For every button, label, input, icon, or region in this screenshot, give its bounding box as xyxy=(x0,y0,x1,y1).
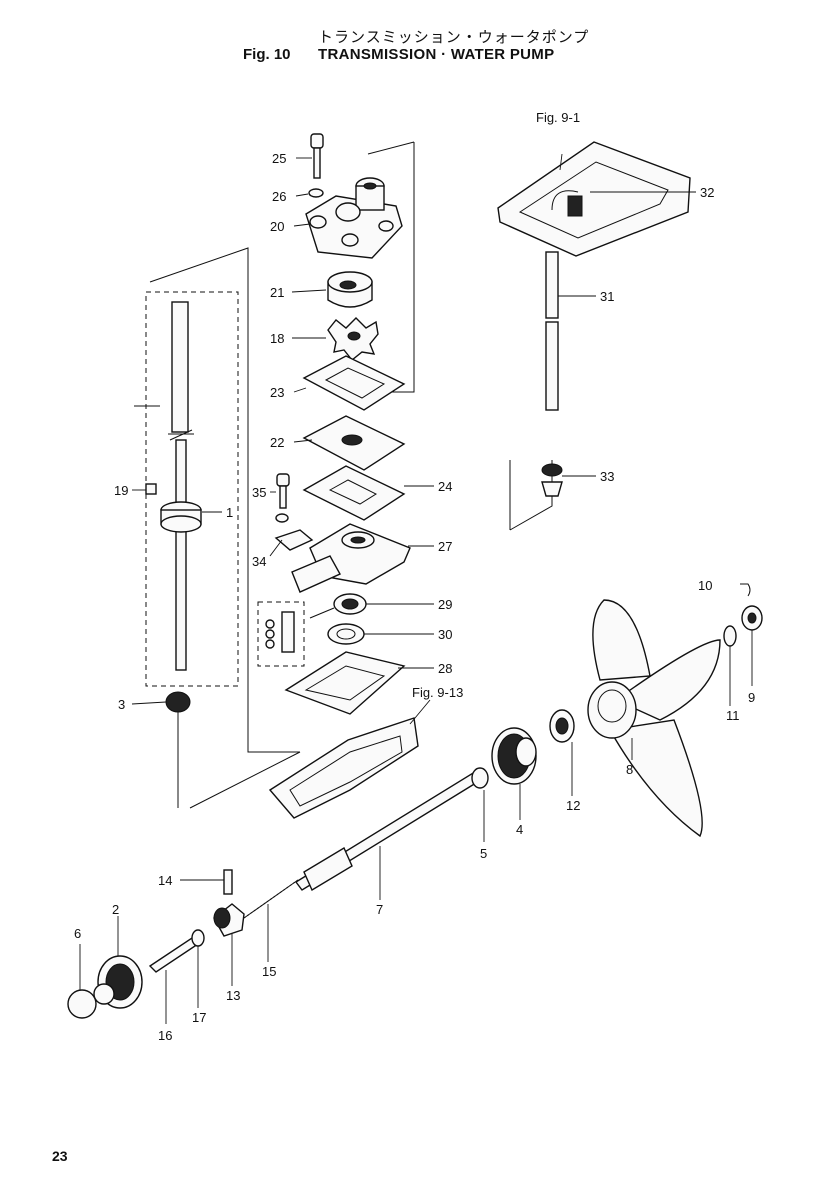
part-32-grommet xyxy=(567,195,583,217)
part-label-7: 7 xyxy=(376,902,383,917)
part-14-cross-pin xyxy=(223,869,233,895)
part-label-18: 18 xyxy=(270,331,284,346)
leader-lines xyxy=(79,153,753,1024)
part-label-8: 8 xyxy=(626,762,633,777)
part-label-5: 5 xyxy=(480,846,487,861)
part-8-propeller xyxy=(587,599,721,838)
water-pump-stack xyxy=(265,133,411,715)
part-label-15: 15 xyxy=(262,964,276,979)
part-label-4: 4 xyxy=(516,822,523,837)
lower-casing-plate xyxy=(268,717,419,819)
reverse-gear-group xyxy=(67,869,299,1019)
part-12-thrust-hub xyxy=(549,709,575,743)
bearing-detail-box xyxy=(257,601,305,667)
part-label-21: 21 xyxy=(270,285,284,300)
part-28-gasket xyxy=(284,651,406,715)
part-label-1: 1 xyxy=(226,505,233,520)
part-20-pump-housing xyxy=(305,177,403,259)
fig-9-1-reference: Fig. 9-1 xyxy=(536,110,580,125)
part-number-labels: 25 26 20 21 18 23 22 24 27 29 30 28 35 3… xyxy=(74,151,755,1043)
part-label-25: 25 xyxy=(272,151,286,166)
part-11-washer xyxy=(723,625,737,647)
part-13-clutch xyxy=(213,903,245,937)
part-label-2: 2 xyxy=(112,902,119,917)
exhaust-housing xyxy=(497,141,691,257)
part-label-9: 9 xyxy=(748,690,755,705)
propeller-shaft-group xyxy=(294,583,763,892)
part-24-gasket xyxy=(302,465,406,521)
part-5-washer xyxy=(471,767,489,789)
part-27-pump-case xyxy=(291,523,411,593)
drive-shaft-group-box xyxy=(145,291,239,687)
part-2-reverse-gear xyxy=(93,955,143,1009)
figure-title: TRANSMISSION · WATER PUMP xyxy=(318,46,555,63)
part-label-10: 10 xyxy=(698,578,712,593)
japanese-title: トランスミッション・ウォータポンプ xyxy=(318,28,590,46)
part-17-spring xyxy=(191,929,205,947)
part-16-shaft xyxy=(148,937,200,973)
part-label-26: 26 xyxy=(272,189,286,204)
part-label-24: 24 xyxy=(438,479,452,494)
part-label-6: 6 xyxy=(74,926,81,941)
page-header: トランスミッション・ウォータポンプ Fig. 10 TRANSMISSION ·… xyxy=(0,0,840,80)
part-label-20: 20 xyxy=(270,219,284,234)
part-label-31: 31 xyxy=(600,289,614,304)
part-label-11: 11 xyxy=(726,708,740,723)
drive-shaft-lower xyxy=(175,439,187,671)
part-label-14: 14 xyxy=(158,873,172,888)
part-label-28: 28 xyxy=(438,661,452,676)
part-label-29: 29 xyxy=(438,597,452,612)
page-number: 23 xyxy=(52,1148,68,1164)
part-label-3: 3 xyxy=(118,697,125,712)
part-label-12: 12 xyxy=(566,798,580,813)
needle-bearing-detail xyxy=(265,611,295,653)
fig-9-13-reference: Fig. 9-13 xyxy=(412,685,463,700)
part-33-grommet xyxy=(541,463,563,497)
part-18-impeller xyxy=(327,317,379,361)
part-9-nut xyxy=(741,605,763,631)
part-label-27: 27 xyxy=(438,539,452,554)
part-35-bolt xyxy=(276,473,290,509)
part-30-oil-seal xyxy=(327,623,365,645)
part-26-washer xyxy=(308,188,324,198)
part-label-16: 16 xyxy=(158,1028,172,1043)
assembly-connector-lines xyxy=(134,141,553,809)
part-label-22: 22 xyxy=(270,435,284,450)
figure-number: Fig. 10 xyxy=(243,46,291,63)
part-label-23: 23 xyxy=(270,385,284,400)
part-22-plate xyxy=(302,415,406,471)
drive-shaft-upper xyxy=(171,301,189,433)
part-21-insert xyxy=(327,271,373,308)
part-4-forward-gear xyxy=(491,727,537,785)
part-label-30: 30 xyxy=(438,627,452,642)
part-label-17: 17 xyxy=(192,1010,206,1025)
part-label-32: 32 xyxy=(700,185,714,200)
part-10-cotter-pin xyxy=(740,583,751,597)
part-25-bolt xyxy=(310,133,324,179)
part-label-13: 13 xyxy=(226,988,240,1003)
part-23-gasket xyxy=(302,355,406,411)
part-29-bearing xyxy=(309,593,367,619)
drive-shaft-group xyxy=(145,301,202,713)
part-label-33: 33 xyxy=(600,469,614,484)
part-31-water-tube xyxy=(545,251,559,411)
part-34-plate xyxy=(274,513,314,551)
part-label-35: 35 xyxy=(252,485,266,500)
part-1-bushing xyxy=(160,501,202,533)
part-3-pinion xyxy=(165,691,191,713)
part-19-pin xyxy=(145,483,157,495)
part-label-34: 34 xyxy=(252,554,266,569)
part-label-19: 19 xyxy=(114,483,128,498)
part-6-thrust-washer xyxy=(67,989,97,1019)
